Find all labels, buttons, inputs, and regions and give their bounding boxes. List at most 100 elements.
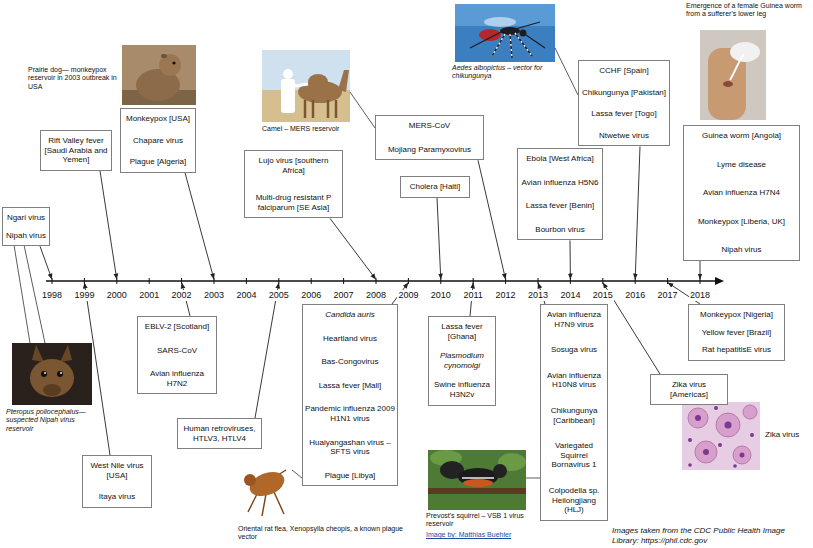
bat-photo [43, 384, 61, 396]
bat-photo [44, 372, 46, 374]
zika-micrograph [695, 441, 717, 463]
year-label: 2009 [397, 290, 419, 301]
timeline-arrow [330, 218, 376, 279]
zika-micrograph [740, 453, 745, 458]
event-text: Chapare virus [123, 136, 193, 146]
event-text: Lyme disease [686, 160, 797, 170]
year-label: 2003 [203, 290, 225, 301]
zika-micrograph [733, 446, 751, 464]
camel-photo [305, 100, 336, 118]
event-text: Guinea worm [Angola] [686, 131, 797, 141]
event-text: Ebola [West Africa] [520, 154, 600, 164]
event-text: Avian influenza H5N6 [520, 178, 600, 188]
zika-micrograph [695, 415, 701, 421]
photo-caption: Prevost's squirrel – VSB 1 virus reservo… [426, 512, 536, 529]
mosquito-photo [484, 17, 516, 27]
leader-lines [526, 478, 540, 479]
year-label: 2011 [463, 290, 484, 301]
timeline-arrow [478, 160, 506, 279]
event-box: Monkeypox [USA]Chapare virusPlague [Alge… [120, 108, 196, 173]
event-text: Chikungunya [Caribbean] [543, 406, 605, 425]
event-text: Heartland virus [305, 334, 395, 344]
camel-photo [283, 69, 293, 79]
event-box: Avian influenza H7N9 virusSosuga virusAv… [540, 304, 608, 521]
leader-lines [14, 48, 578, 478]
mosquito-photo [479, 29, 501, 41]
bat-photo [12, 343, 92, 405]
leader-lines [292, 470, 302, 478]
zika-micrograph [750, 433, 754, 437]
timeline-arrow [100, 171, 117, 280]
camel-photo [295, 84, 308, 86]
bat-photo [60, 345, 72, 362]
camel-photo [338, 70, 349, 92]
zika-micrograph [743, 405, 757, 419]
mosquito-photo [455, 4, 555, 62]
flea-photo [240, 455, 292, 521]
year-label: 2015 [592, 290, 614, 301]
guinea-worm-photo [700, 30, 766, 120]
event-text: Bourbon virus [520, 225, 600, 235]
event-text: Mojiang Paramyxovirus [378, 145, 481, 155]
year-label: 2010 [430, 290, 452, 301]
event-text: Nipah virus [5, 231, 47, 241]
zika-micrograph [703, 449, 709, 455]
event-box: CCHF [Spain] Chikungunya [Pakistan] Lassa … [578, 60, 670, 146]
camel-photo [262, 50, 350, 122]
timeline-axis [715, 277, 724, 285]
bat-photo [12, 343, 92, 405]
event-box: Ebola [West Africa]Avian influenza H5N6L… [517, 148, 603, 240]
event-text: Avian influenza H10N8 virus [543, 371, 605, 390]
squirrel-photo [493, 464, 507, 478]
event-text: Lassa fever [Togo] [581, 109, 667, 119]
zika-micrograph [688, 463, 692, 467]
bat-photo [30, 359, 74, 397]
timeline-arrow [635, 146, 640, 279]
year-label: 2018 [689, 290, 711, 301]
timeline-axis [46, 280, 718, 282]
event-box: Rift Valley fever [Saudi Arabia and Yeme… [40, 130, 112, 171]
event-text: Rift Valley fever [Saudi Arabia and Yeme… [43, 136, 109, 165]
zika-micrograph [714, 406, 718, 410]
event-text: Monkeypox [Liberia, UK] [686, 217, 797, 227]
event-text: Rat hepatitisE virus [691, 345, 782, 355]
photo-caption: Pteropus poliocephalus— suspected Nipah … [6, 408, 96, 433]
event-text: Plasmodium cynomolgi [431, 351, 493, 370]
zika-micrograph [716, 413, 740, 437]
event-text: Human retroviruses, HTLV3, HTLV4 [180, 424, 259, 443]
event-text: Avian influenza H7N4 [686, 188, 797, 198]
event-box: Lassa fever [Ghana] Plasmodium cynomolgiS… [428, 316, 496, 406]
zika-micrograph [718, 443, 722, 447]
zika-micrograph [682, 402, 760, 470]
prairie-dog-photo [159, 54, 181, 76]
year-label: 2004 [235, 290, 257, 301]
event-box: Lujo virus [southern Africa]Multi-drug r… [244, 150, 343, 218]
event-box: Ngari virusNipah virus [2, 207, 50, 246]
year-label: 2017 [657, 290, 679, 301]
event-text: Swine influenza H3N2v [431, 380, 493, 399]
bat-photo [57, 371, 63, 377]
guinea-worm-photo [708, 48, 746, 120]
zika-micrograph [725, 422, 732, 429]
timeline-arrow [185, 173, 214, 280]
camel-photo [281, 79, 295, 113]
guinea-worm-photo [730, 54, 744, 80]
event-box: Human retroviruses, HTLV3, HTLV4 [177, 418, 262, 449]
event-text: Colpodella sp. Heilongjiang (HLJ) [543, 486, 605, 515]
event-text: CCHF [Spain] [581, 66, 667, 76]
event-text: Nipah virus [686, 245, 797, 255]
mosquito-photo [520, 30, 527, 37]
mosquito-photo [470, 22, 540, 58]
event-text: Chikungunya [Pakistan] [581, 88, 667, 98]
zika-micrograph [733, 464, 737, 468]
event-text: Variegated Squirrel Bornavirus 1 [543, 441, 605, 470]
event-text: Yellow fever [Brazil] [691, 328, 782, 338]
event-text: Sosuga virus [543, 345, 605, 355]
event-text: Lassa fever [Ghana] [431, 322, 493, 341]
year-label: 1998 [41, 290, 63, 301]
mosquito-photo [526, 35, 545, 48]
guinea-worm-photo [730, 42, 760, 62]
event-text: Bas-Congovirus [305, 357, 395, 367]
event-text: Avian influenza H7N2 [140, 369, 214, 388]
